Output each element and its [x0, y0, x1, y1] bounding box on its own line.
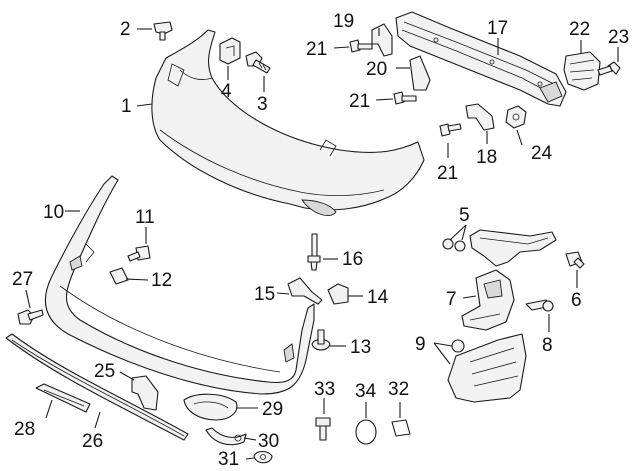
callout-32: 32	[388, 379, 409, 400]
screw-part-2	[153, 21, 173, 41]
bracket-part-22	[563, 51, 601, 91]
clip-part-4	[219, 37, 241, 65]
callout-8: 8	[542, 335, 553, 356]
callout-23: 23	[608, 27, 629, 48]
callout-25: 25	[94, 361, 115, 382]
bolt-part-21-a	[349, 39, 373, 53]
bolt-part-21-b	[393, 91, 417, 105]
bolt-part-11	[127, 245, 151, 262]
bumper-cover	[151, 29, 425, 216]
panel-part-9	[447, 333, 527, 403]
callout-1: 1	[121, 96, 132, 117]
stud-part-16	[307, 233, 321, 271]
nut-part-31	[253, 450, 273, 464]
callout-21-c: 21	[437, 163, 458, 184]
bolt-part-6	[565, 251, 585, 269]
callout-19: 19	[333, 11, 354, 32]
callout-28: 28	[14, 419, 35, 440]
callout-33: 33	[314, 379, 335, 400]
nut-part-24	[505, 105, 527, 129]
bolt-part-3	[245, 51, 271, 74]
callout-7: 7	[446, 289, 457, 310]
screw-part-13	[311, 329, 331, 351]
bolt-part-23	[597, 61, 621, 76]
trim-strip-part-28	[35, 383, 91, 413]
callout-12: 12	[151, 270, 172, 291]
cap-part-34	[355, 419, 377, 445]
screw-part-27	[17, 309, 44, 325]
bracket-part-19	[371, 23, 393, 57]
bracket-part-20	[409, 55, 431, 91]
bolt-part-21-c	[439, 123, 462, 137]
callout-21-b: 21	[349, 91, 370, 112]
callout-6: 6	[571, 290, 582, 311]
bracket-part-25	[131, 375, 159, 411]
callout-13: 13	[350, 337, 371, 358]
reinforcement-beam	[395, 11, 567, 107]
callout-27: 27	[12, 269, 33, 290]
bracket-part-18	[465, 103, 495, 131]
screw-part-33	[315, 417, 331, 441]
callout-4: 4	[221, 81, 232, 102]
callout-34: 34	[355, 381, 377, 402]
callout-3: 3	[257, 94, 268, 115]
callout-29: 29	[262, 399, 283, 420]
leader-lines	[25, 28, 619, 460]
callout-15: 15	[254, 284, 275, 305]
clip-part-30	[205, 427, 247, 446]
callout-16: 16	[342, 249, 363, 270]
callout-14: 14	[367, 287, 389, 308]
callout-5: 5	[459, 205, 470, 226]
bracket-part-15	[287, 277, 323, 305]
callout-9: 9	[415, 334, 426, 355]
callout-10: 10	[43, 202, 64, 223]
callout-24: 24	[531, 143, 553, 164]
reflector-part-29	[183, 393, 238, 421]
callout-17: 17	[487, 18, 508, 39]
cover-part-32	[391, 419, 411, 437]
callout-18: 18	[476, 147, 497, 168]
clip-part-12	[109, 267, 129, 285]
bracket-part-7	[461, 269, 515, 331]
callout-30: 30	[258, 431, 279, 452]
side-bracket-part-5	[442, 229, 557, 267]
callout-21-a: 21	[306, 39, 327, 60]
callout-31: 31	[218, 449, 239, 470]
lower-valance	[44, 175, 315, 395]
callout-11: 11	[135, 207, 155, 228]
clip-part-14	[327, 283, 349, 305]
callout-22: 22	[569, 19, 590, 40]
callout-labels: 1 2 3 4 5 6 7 8 9 10 11 12 13 14 15 16 1…	[12, 11, 629, 470]
pin-part-8	[525, 299, 554, 312]
lower-molding-part-26	[5, 333, 189, 441]
callout-2: 2	[120, 19, 131, 40]
callout-20: 20	[366, 59, 387, 80]
callout-26: 26	[82, 431, 103, 452]
